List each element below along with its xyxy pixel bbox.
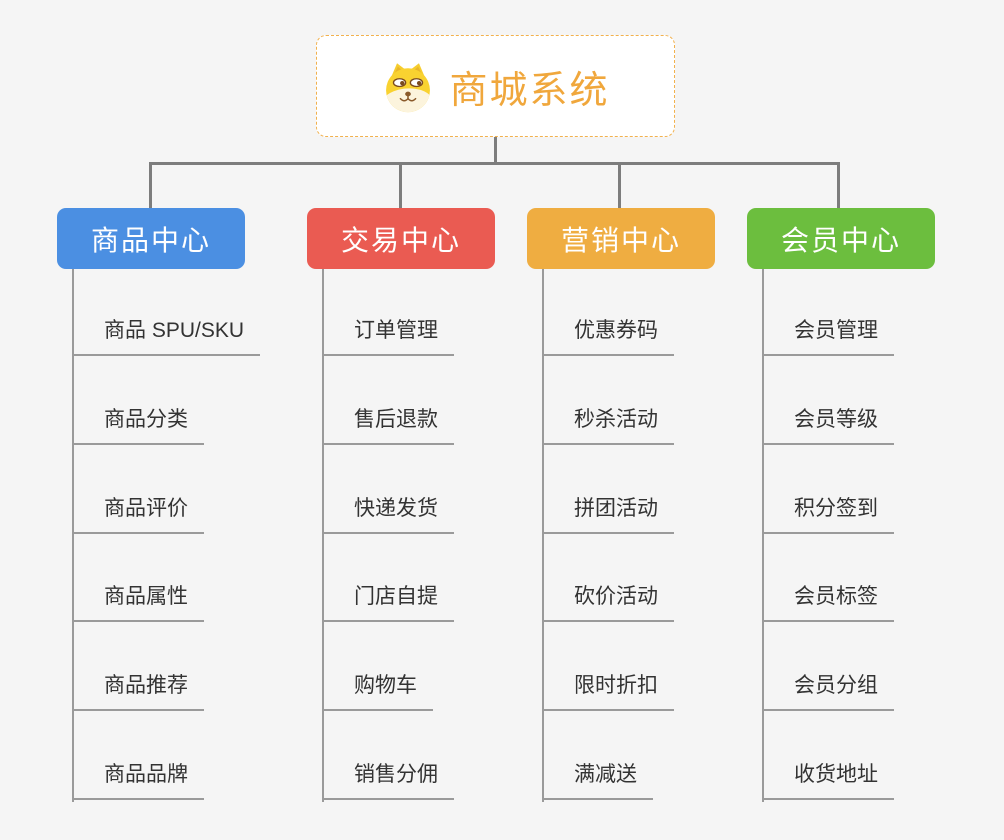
root-title: 商城系统 [449,69,610,112]
leaf-node[interactable]: 限时折扣 [542,672,674,711]
branch-node-trade-center[interactable]: 交易中心 [307,208,495,269]
leaf-node[interactable]: 商品评价 [72,495,204,534]
branch-node-product-center[interactable]: 商品中心 [57,208,245,269]
leaf-node[interactable]: 商品推荐 [72,672,204,711]
connector-root-stem [494,137,497,164]
leaf-node[interactable]: 收货地址 [762,761,894,800]
leaf-node[interactable]: 砍价活动 [542,583,674,622]
connector-main-rail [149,162,840,165]
connector-drop-member [837,162,840,208]
leaf-node[interactable]: 拼团活动 [542,495,674,534]
root-node[interactable]: 商城系统 [316,35,675,137]
spine-product-center [72,269,74,802]
connector-drop-market [618,162,621,208]
leaf-node[interactable]: 秒杀活动 [542,406,674,445]
leaf-node[interactable]: 销售分佣 [322,761,454,800]
leaf-node[interactable]: 会员标签 [762,583,894,622]
branch-node-marketing-center[interactable]: 营销中心 [527,208,715,269]
spine-marketing-center [542,269,544,802]
shiba-dog-icon [386,63,431,113]
leaf-node[interactable]: 售后退款 [322,406,454,445]
leaf-node[interactable]: 优惠券码 [542,317,674,356]
spine-trade-center [322,269,324,802]
leaf-node[interactable]: 会员分组 [762,672,894,711]
leaf-node[interactable]: 商品属性 [72,583,204,622]
connector-drop-product [149,162,152,208]
leaf-node[interactable]: 门店自提 [322,583,454,622]
spine-member-center [762,269,764,802]
leaf-node[interactable]: 会员等级 [762,406,894,445]
connector-drop-trade [399,162,402,208]
leaf-node[interactable]: 会员管理 [762,317,894,356]
leaf-node[interactable]: 商品 SPU/SKU [72,317,261,356]
leaf-node[interactable]: 商品品牌 [72,761,204,800]
leaf-node[interactable]: 快递发货 [322,495,454,534]
leaf-node[interactable]: 商品分类 [72,406,204,445]
leaf-node[interactable]: 购物车 [322,672,433,711]
branch-node-member-center[interactable]: 会员中心 [747,208,935,269]
leaf-node[interactable]: 满减送 [542,761,653,800]
leaf-node[interactable]: 积分签到 [762,495,894,534]
leaf-node[interactable]: 订单管理 [322,317,454,356]
